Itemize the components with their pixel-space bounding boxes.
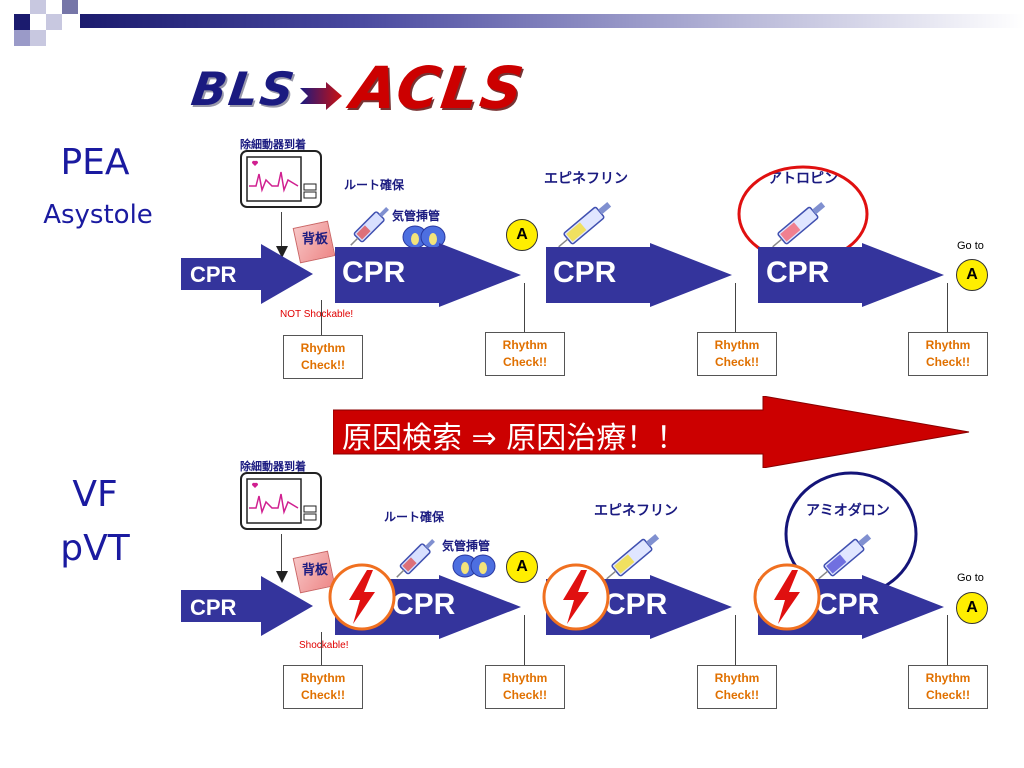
vf-rhythm-line-1 bbox=[321, 632, 322, 668]
corner-square bbox=[30, 0, 46, 14]
vf-defibrillator-icon bbox=[240, 472, 322, 530]
pea-a-circle: A bbox=[506, 219, 538, 251]
corner-square bbox=[14, 30, 30, 46]
pea-atropine-label: アトロピン bbox=[768, 171, 838, 187]
pea-epinephrine-syringe-icon bbox=[558, 202, 612, 248]
corner-square bbox=[14, 14, 30, 30]
cause-banner-text: 原因検索 ⇒ 原因治療！！ bbox=[342, 421, 687, 456]
vf-board-label: 背板 bbox=[302, 563, 329, 578]
pea-board-label: 背板 bbox=[302, 232, 329, 247]
vf-epinephrine-label: エピネフリン bbox=[594, 503, 678, 519]
shock-icon-3 bbox=[753, 563, 821, 631]
pea-goto-label: Go to bbox=[957, 240, 984, 252]
vf-cpr-arrow-1 bbox=[181, 576, 313, 636]
pvt-label: pVT bbox=[60, 528, 130, 569]
pea-cpr-arrow-1 bbox=[181, 244, 313, 304]
vf-defib-label: 除細動器到着 bbox=[240, 460, 306, 473]
vf-down-arrow-icon bbox=[276, 571, 288, 583]
pea-lungs-icon bbox=[402, 225, 446, 249]
vf-rhythm-line-3 bbox=[735, 615, 736, 665]
vf-route-label: ルート確保 bbox=[384, 510, 445, 524]
vf-cpr-label-1: CPR bbox=[190, 595, 237, 620]
pea-route-label: ルート確保 bbox=[344, 178, 405, 192]
vf-amiodarone-syringe-icon bbox=[818, 534, 872, 580]
vf-amiodarone-label: アミオダロン bbox=[806, 503, 890, 519]
vf-goto-label: Go to bbox=[957, 572, 984, 584]
pea-rhythm-line-4 bbox=[947, 283, 948, 333]
vf-intubation-label: 気管挿管 bbox=[442, 539, 491, 553]
pea-label: PEA bbox=[60, 142, 130, 183]
pea-rhythm-check-1: Rhythm Check!! bbox=[283, 335, 363, 379]
shock-icon-1 bbox=[328, 563, 396, 631]
pea-cpr-label-1: CPR bbox=[190, 262, 237, 287]
vf-down-line bbox=[281, 534, 282, 574]
pea-down-arrow-icon bbox=[276, 246, 288, 258]
pea-goto-a-circle: A bbox=[956, 259, 988, 291]
top-gradient-bar bbox=[80, 14, 1024, 28]
pea-rhythm-check-4: Rhythm Check!! bbox=[908, 332, 988, 376]
pea-atropine-syringe-icon bbox=[772, 202, 826, 248]
title-arrow-icon bbox=[300, 82, 342, 110]
title-acls: ACLS bbox=[347, 54, 530, 122]
corner-square bbox=[62, 0, 78, 14]
corner-square bbox=[30, 30, 46, 46]
vf-rhythm-check-3: Rhythm Check!! bbox=[697, 665, 777, 709]
pea-defib-label: 除細動器到着 bbox=[240, 138, 306, 151]
vf-rhythm-check-1: Rhythm Check!! bbox=[283, 665, 363, 709]
title-bls: BLS bbox=[188, 62, 300, 116]
vf-goto-a-circle: A bbox=[956, 592, 988, 624]
pea-down-line bbox=[281, 212, 282, 250]
pea-cpr-label-3: CPR bbox=[553, 256, 617, 289]
asystole-label: Asystole bbox=[43, 200, 153, 230]
pea-epinephrine-label: エピネフリン bbox=[544, 171, 628, 187]
shock-icon-2 bbox=[542, 563, 610, 631]
pea-cpr-arrow-2 bbox=[335, 243, 521, 307]
vf-cpr-label-2: CPR bbox=[392, 588, 456, 621]
pea-cpr-arrow-3 bbox=[546, 243, 732, 307]
vf-lungs-icon bbox=[452, 554, 496, 578]
vf-cpr-label-4: CPR bbox=[816, 588, 880, 621]
vf-syringe-icon bbox=[396, 539, 435, 578]
vf-rhythm-line-2 bbox=[524, 615, 525, 665]
pea-cpr-label-2: CPR bbox=[342, 256, 406, 289]
vf-label: VF bbox=[72, 474, 118, 515]
pea-rhythm-line-1 bbox=[321, 300, 322, 336]
pea-rhythm-line-3 bbox=[735, 283, 736, 333]
vf-a-circle: A bbox=[506, 551, 538, 583]
vf-epinephrine-syringe-icon bbox=[606, 534, 660, 580]
vf-rhythm-check-2: Rhythm Check!! bbox=[485, 665, 565, 709]
pea-rhythm-line-2 bbox=[524, 283, 525, 333]
pea-defibrillator-icon bbox=[240, 150, 322, 208]
pea-intubation-label: 気管挿管 bbox=[392, 209, 441, 223]
pea-cpr-arrow-4 bbox=[758, 243, 944, 307]
pea-rhythm-check-3: Rhythm Check!! bbox=[697, 332, 777, 376]
vf-cpr-label-3: CPR bbox=[604, 588, 668, 621]
vf-rhythm-check-4: Rhythm Check!! bbox=[908, 665, 988, 709]
pea-cpr-label-4: CPR bbox=[766, 256, 830, 289]
pea-rhythm-check-2: Rhythm Check!! bbox=[485, 332, 565, 376]
corner-square bbox=[46, 14, 62, 30]
cause-banner-arrow bbox=[333, 396, 970, 468]
pea-not-shockable-note: NOT Shockable! bbox=[280, 309, 354, 320]
pea-syringe-icon bbox=[350, 207, 389, 246]
vf-shockable-note: Shockable! bbox=[299, 640, 349, 651]
vf-rhythm-line-4 bbox=[947, 615, 948, 665]
